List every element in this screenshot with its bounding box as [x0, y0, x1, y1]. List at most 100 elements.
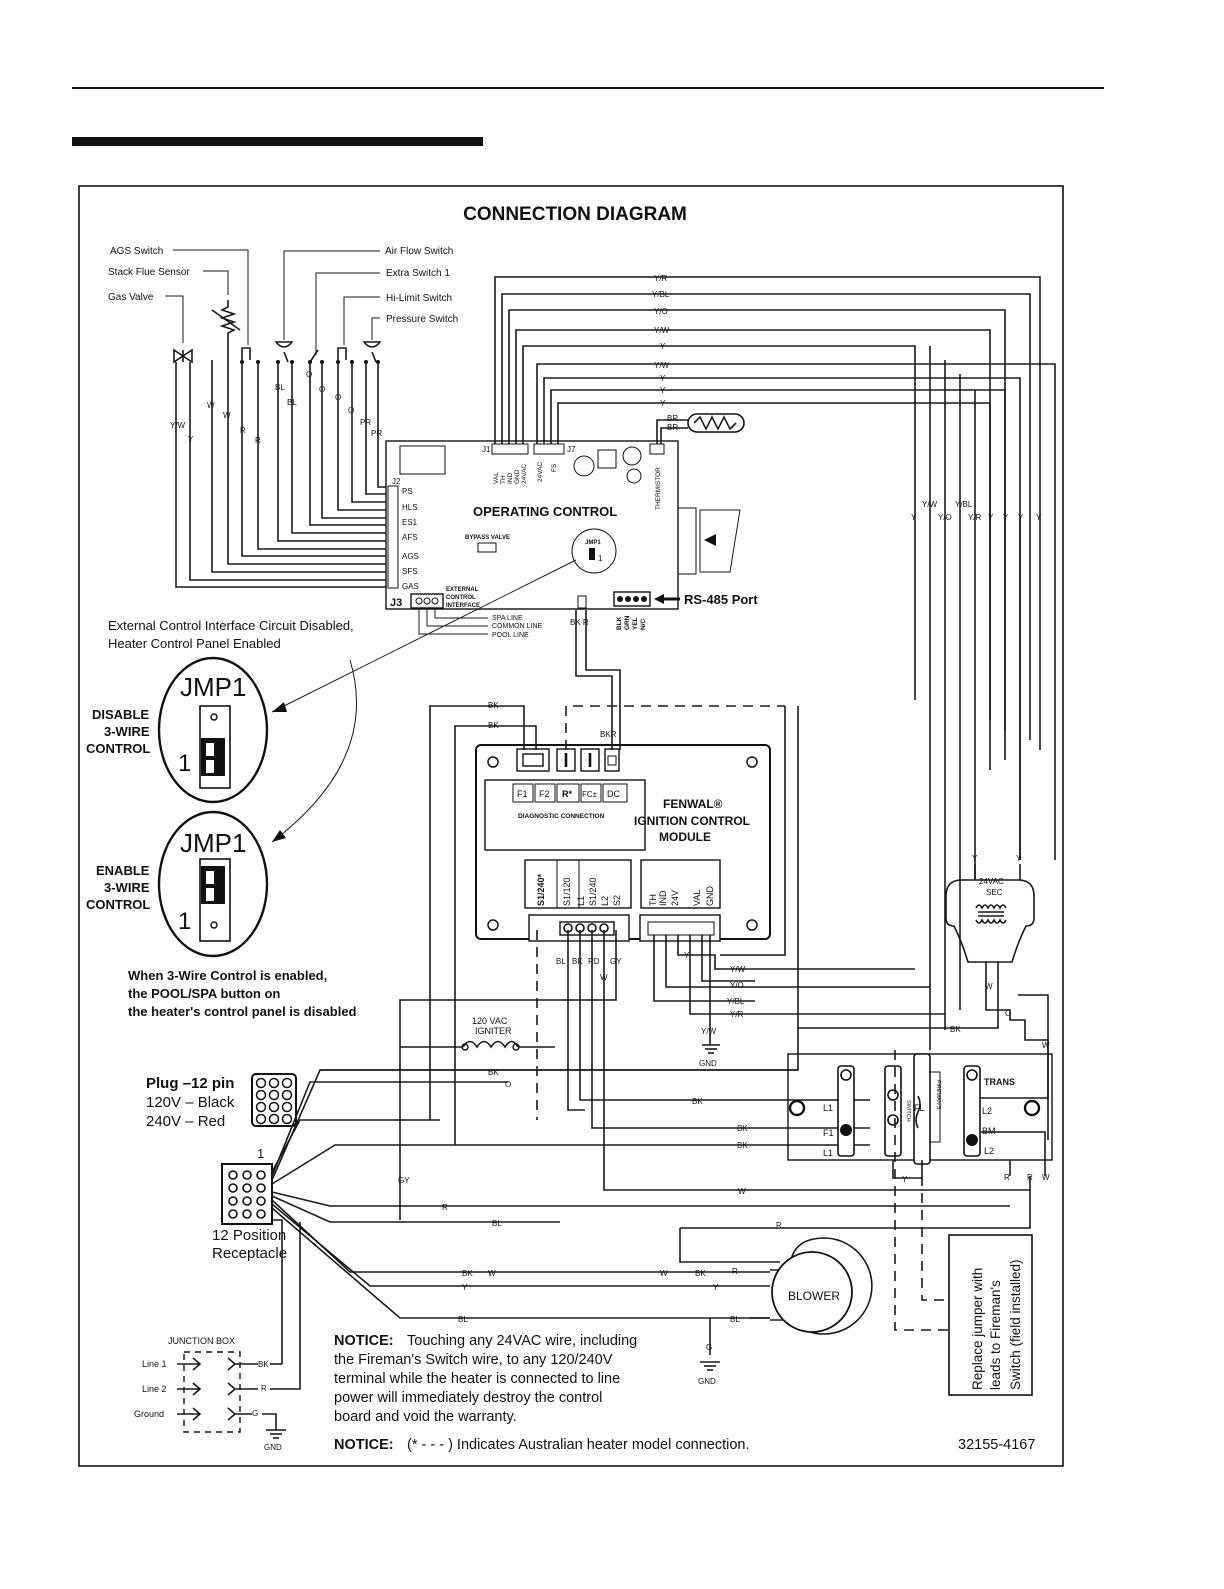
transformer-label-1: 24VAC: [979, 877, 1004, 886]
diag-pins: F1 F2 R* FC± DC: [512, 783, 628, 803]
blower-r-wire-top: [680, 1176, 1031, 1229]
j1-pin-labels: VAL TH IND GND 24VAC: [493, 464, 528, 484]
svg-text:R: R: [255, 436, 261, 445]
trans-label: TRANS: [984, 1077, 1015, 1087]
ext-interface-l3: INTERFACE: [446, 603, 480, 609]
stack-leader: [203, 270, 229, 295]
fireman-note-3: Switch (field installed): [1008, 1259, 1023, 1390]
transformer-y2: Y: [1016, 854, 1022, 863]
thermistor-label: THERMISTOR: [655, 467, 662, 510]
j2-connector: [387, 485, 399, 589]
transformer-pri-wires: [798, 962, 999, 1029]
notice-2-bold: NOTICE:: [334, 1437, 394, 1453]
svg-text:FS: FS: [551, 463, 558, 472]
board-chip: [399, 445, 446, 475]
j3-label: J3: [390, 597, 402, 609]
svg-text:L1: L1: [823, 1148, 833, 1158]
jmp-pointer-disable: [271, 559, 577, 713]
svg-text:PS: PS: [402, 487, 413, 496]
common-line-wire: [426, 608, 488, 627]
svg-text:Y: Y: [1003, 513, 1009, 522]
svg-text:R: R: [240, 426, 246, 435]
terminal-labels: L1 F1 L1 FL L2 BM L2: [823, 1103, 996, 1158]
stack-flue-label: Stack Flue Sensor: [108, 267, 190, 278]
svg-text:Y/BL: Y/BL: [652, 290, 670, 299]
transformer-sec-wires: [974, 864, 1021, 880]
svg-text:Y: Y: [911, 513, 917, 522]
svg-text:W: W: [738, 1187, 746, 1196]
enable-label-2: 3-WIRE: [104, 880, 150, 895]
hi-limit-switch-icon: [336, 347, 354, 364]
svg-text:HLS: HLS: [402, 503, 418, 512]
svg-text:VAL: VAL: [493, 472, 500, 484]
transformer-w-wire: [985, 1000, 1049, 1140]
blower-housing: [770, 1237, 873, 1335]
spa-line-wire: [434, 608, 488, 619]
three-wire-note-1: When 3-Wire Control is enabled,: [128, 968, 327, 983]
junction-bk: BK: [258, 1360, 269, 1369]
board-led: [626, 468, 642, 484]
disable-label-1: DISABLE: [92, 707, 149, 722]
plug-title: Plug –12 pin: [146, 1075, 234, 1092]
trans-r-wire: [980, 1131, 1046, 1176]
igniter-label-2: IGNITER: [475, 1026, 512, 1036]
svg-text:Y: Y: [188, 435, 194, 444]
enable-label-1: ENABLE: [96, 863, 150, 878]
receptacle-label-2: Receptacle: [212, 1245, 287, 1262]
svg-text:Line 2: Line 2: [142, 1384, 167, 1394]
fireman-field-lead-a: [894, 1050, 958, 1331]
enable-jmp1-title: JMP1: [180, 828, 246, 858]
svg-text:N/C: N/C: [640, 619, 647, 631]
notice-1-line-3: terminal while the heater is connected t…: [334, 1371, 620, 1387]
plug-12pin-icon: [251, 1073, 297, 1127]
svg-text:BK: BK: [737, 1141, 748, 1150]
svg-text:S2: S2: [612, 895, 622, 906]
extra-switch-label: Extra Switch 1: [386, 268, 450, 279]
j7-connector: [533, 443, 565, 455]
pressure-switch-label: Pressure Switch: [386, 314, 458, 325]
svg-text:O: O: [335, 393, 341, 402]
svg-text:S1/240*: S1/240*: [536, 873, 546, 906]
svg-text:F1: F1: [823, 1128, 834, 1138]
display-arrow-icon: [704, 534, 716, 546]
svg-text:BL: BL: [275, 383, 285, 392]
svg-text:Y: Y: [1036, 513, 1042, 522]
svg-text:Y: Y: [462, 1283, 468, 1292]
svg-text:BK: BK: [695, 1269, 706, 1278]
gnd-module-label: GND: [699, 1059, 717, 1068]
receptacle-pin1: 1: [257, 1146, 264, 1161]
jumper-note-line1: External Control Interface Circuit Disab…: [108, 618, 354, 633]
diagram-title: CONNECTION DIAGRAM: [463, 204, 687, 225]
igniter-coil-icon: [462, 1040, 519, 1049]
svg-text:L1: L1: [576, 896, 586, 906]
jmp-pointer-enable: [271, 659, 357, 843]
svg-text:Y/R: Y/R: [730, 1010, 744, 1019]
svg-text:W: W: [985, 982, 993, 991]
ignition-control-module: [475, 744, 771, 940]
module-right-wire-a: [720, 706, 786, 956]
svg-text:Y/W: Y/W: [170, 421, 186, 430]
svg-text:GND: GND: [514, 469, 521, 484]
gas-valve-label: Gas Valve: [108, 292, 154, 303]
svg-text:SFS: SFS: [402, 567, 418, 576]
pressure-leader: [371, 317, 380, 340]
ignition-line-wires: [399, 930, 1030, 1220]
svg-text:BK: BK: [572, 957, 583, 966]
three-wire-note-3: the heater's control panel is disabled: [128, 1004, 357, 1019]
junction-g: G: [252, 1409, 258, 1418]
gnd-blower-icon: [700, 1361, 720, 1371]
jmp1-label: JMP1: [585, 540, 601, 546]
sensor-wires: [175, 360, 390, 588]
ignition-24v-block: [640, 859, 721, 909]
svg-text:TH: TH: [500, 475, 507, 484]
svg-text:Y/R: Y/R: [654, 274, 668, 283]
svg-text:BK: BK: [692, 1097, 703, 1106]
fenwal-title-3: MODULE: [659, 830, 711, 844]
operating-control-board: [385, 440, 679, 610]
gas-leader: [165, 295, 184, 343]
svg-text:Y/W: Y/W: [654, 326, 670, 335]
notice-1-line-1: NOTICE:: [334, 1333, 394, 1349]
